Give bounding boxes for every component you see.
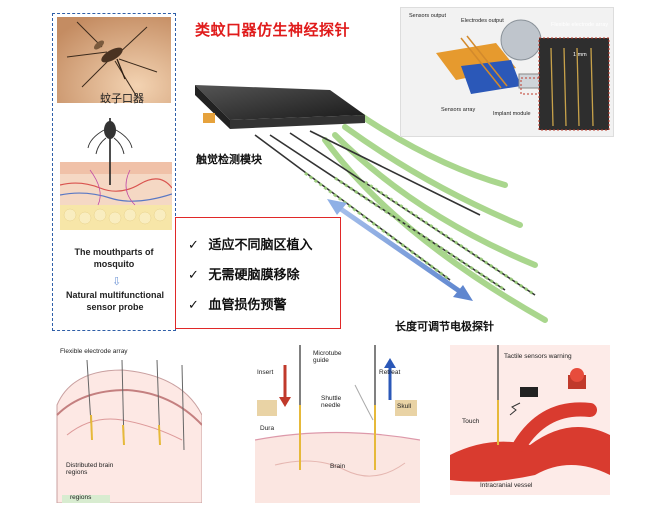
microtube-guide-label: Microtube guide [313, 350, 342, 364]
touch-label: Touch [462, 418, 480, 425]
feature-item: ✓ 血管损伤预警 [188, 297, 287, 312]
natural-probe-caption: Natural multifunctional sensor probe [65, 290, 164, 312]
scale-bar-label: 1 mm [573, 52, 587, 58]
mosquito-inspiration-panel [52, 13, 176, 331]
brain-regions-caption: Distributed brain regions [66, 462, 114, 476]
flexible-array-caption: Flexible electrode array [60, 348, 128, 355]
tactile-module-label: 触觉检测模块 [196, 154, 262, 166]
adjustable-probe-label: 长度可调节电极探针 [395, 321, 494, 333]
down-arrow-icon: ⇩ [112, 276, 122, 288]
retreat-label: Retreat [379, 369, 401, 376]
mosquito-mouthparts-label: 蚊子口器 [100, 93, 144, 105]
tactile-warning-label: Tactile sensors warning [504, 353, 572, 360]
regions-caption: regions [70, 494, 92, 501]
brain-regions-panel: Flexible electrode array Distributed bra… [52, 345, 203, 504]
insertion-panel: Insert Microtube guide Retreat Shuttle n… [254, 345, 421, 503]
mouthparts-caption: The mouthparts of mosquito [74, 247, 154, 269]
vessel-label: Intracranial vessel [480, 482, 533, 489]
flexible-array-label: Flexible electrode array [551, 22, 609, 28]
feature-list: ✓ 适应不同脑区植入 ✓ 无需硬脑膜移除 ✓ 血管损伤预警 [175, 217, 341, 329]
device-photo: Sensors output Electrodes output Flexibl… [400, 7, 614, 137]
feature-item: ✓ 无需硬脑膜移除 [188, 267, 300, 282]
brain-label: Brain [330, 463, 346, 470]
dura-label: Dura [260, 425, 275, 432]
implant-module-label: Implant module [493, 111, 531, 117]
skull-label: Skull [397, 403, 412, 410]
sensors-output-label: Sensors output [409, 13, 446, 19]
check-icon: ✓ [188, 237, 199, 252]
feature-item: ✓ 适应不同脑区植入 [188, 237, 313, 252]
insert-label: Insert [257, 369, 274, 376]
sensors-array-label: Sensors array [441, 107, 476, 113]
probe-device-illustration [175, 75, 570, 335]
electrodes-output-label: Electrodes output [461, 18, 504, 24]
page-title: 类蚊口器仿生神经探针 [195, 22, 351, 39]
skin-illustration [59, 110, 173, 230]
check-icon: ✓ [188, 297, 199, 312]
mosquito-photo [57, 17, 171, 103]
shuttle-needle-label: Shuttle needle [321, 395, 342, 409]
check-icon: ✓ [188, 267, 199, 282]
vessel-warning-panel: Tactile sensors warning Touch Intracrani… [450, 345, 610, 503]
